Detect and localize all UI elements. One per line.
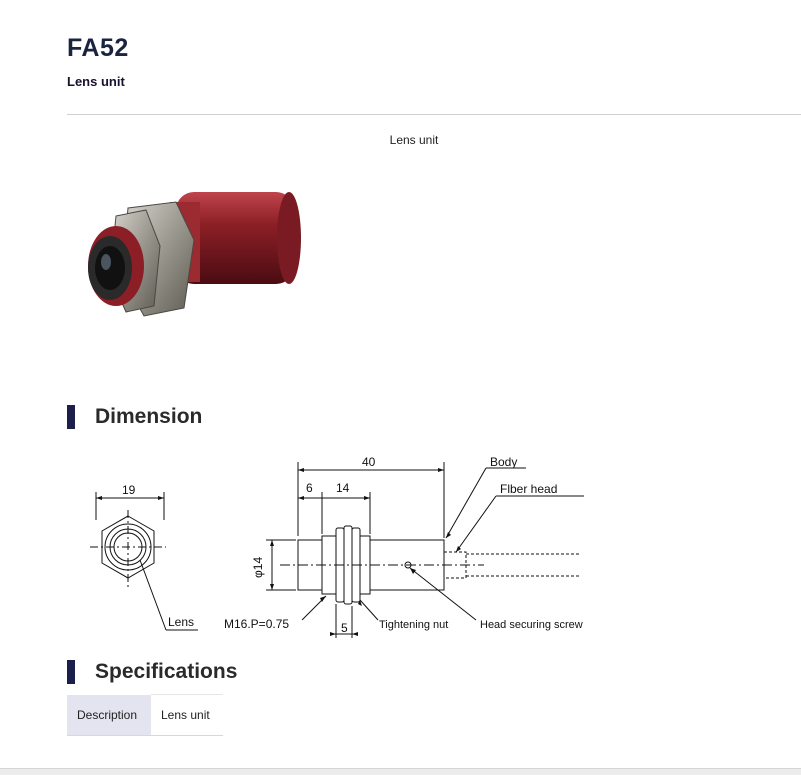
spec-label: Description xyxy=(67,694,151,736)
arrow xyxy=(298,496,304,500)
arrow xyxy=(298,468,304,472)
screw-leader xyxy=(409,567,477,621)
specifications-table: Description Lens unit xyxy=(67,694,223,736)
arrow xyxy=(352,632,358,636)
body-label: Body xyxy=(490,455,517,469)
arrow xyxy=(438,468,444,472)
arrow xyxy=(270,540,274,546)
body-leader xyxy=(445,467,487,539)
fiber-head-label: Flber head xyxy=(500,482,557,496)
page-footer-rule xyxy=(0,768,801,775)
head-screw-label: Head securing screw xyxy=(480,619,583,631)
image-caption: Lens unit xyxy=(389,133,439,147)
arrow xyxy=(456,546,461,552)
lens-leader xyxy=(139,559,167,631)
arrow xyxy=(158,496,164,500)
divider xyxy=(67,114,801,115)
spec-value: Lens unit xyxy=(151,694,223,736)
page-subtitle: Lens unit xyxy=(67,74,125,89)
product-photo xyxy=(88,192,301,317)
page-title: FA52 xyxy=(67,34,129,62)
dim-5-label: 5 xyxy=(341,621,348,635)
body-cylinder xyxy=(176,192,294,284)
dimension-drawing: 19 Lens 40 6 14 φ14 M16.P=0.75 5 Body Fl… xyxy=(90,455,584,638)
dimension-heading: Dimension xyxy=(95,405,203,428)
table-row: Description Lens unit xyxy=(67,694,223,736)
lens xyxy=(95,246,125,290)
arrow xyxy=(364,496,370,500)
rear-cap xyxy=(277,192,301,284)
lens-label: Lens xyxy=(168,615,194,629)
thread-label: M16.P=0.75 xyxy=(224,617,289,631)
arrow xyxy=(320,596,326,602)
arrow xyxy=(96,496,102,500)
dim-19-label: 19 xyxy=(122,483,136,497)
arrow xyxy=(330,632,336,636)
specifications-section-header: Specifications xyxy=(67,660,237,684)
arrow xyxy=(410,568,416,574)
arrow xyxy=(270,584,274,590)
fiber-head-leader xyxy=(455,495,497,553)
specifications-heading: Specifications xyxy=(95,660,238,683)
dim-14-label: 14 xyxy=(336,481,350,495)
lens-highlight xyxy=(101,254,111,270)
head-screw-hole xyxy=(404,561,412,569)
arrow xyxy=(358,600,362,606)
dimension-section-header: Dimension xyxy=(67,405,202,429)
section-bar xyxy=(67,405,75,429)
dim-40-label: 40 xyxy=(362,455,376,469)
arrow xyxy=(446,532,451,538)
dim-6-label: 6 xyxy=(306,481,313,495)
dim-phi14-label: φ14 xyxy=(251,557,265,578)
section-bar xyxy=(67,660,75,684)
tightening-nut-leader xyxy=(359,599,379,621)
tightening-nut-label: Tightening nut xyxy=(379,619,448,631)
